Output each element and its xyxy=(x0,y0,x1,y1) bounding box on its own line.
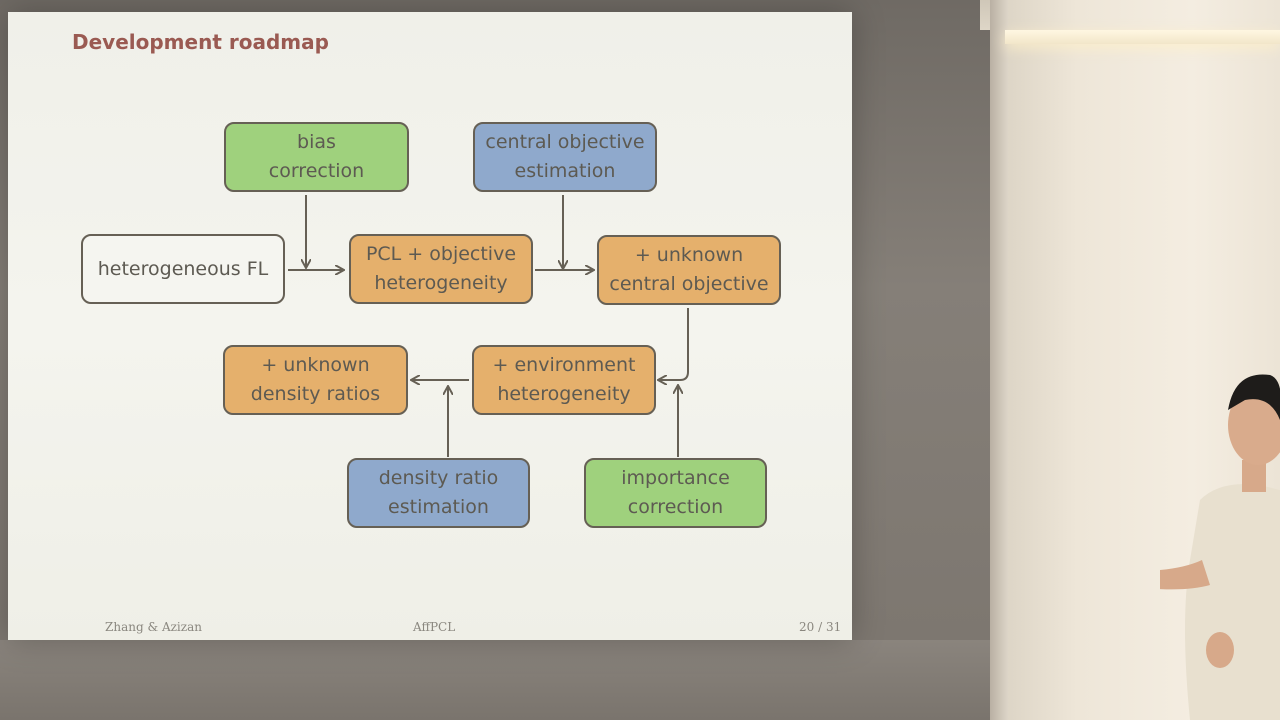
ceiling-light xyxy=(1005,30,1280,44)
diagram-arrows xyxy=(288,195,689,457)
footer-page-number: 20 / 31 xyxy=(799,620,842,634)
presenter xyxy=(1160,374,1280,720)
footer-title: AffPCL xyxy=(413,620,456,634)
room-floor-area xyxy=(0,640,990,720)
arrow-central-to-environment xyxy=(659,308,689,380)
wall-pillar xyxy=(990,0,1008,720)
footer-authors: Zhang & Azizan xyxy=(105,620,202,634)
slide-title: Development roadmap xyxy=(72,30,329,54)
node-heterogeneous-fl: heterogeneous FL xyxy=(81,234,285,304)
